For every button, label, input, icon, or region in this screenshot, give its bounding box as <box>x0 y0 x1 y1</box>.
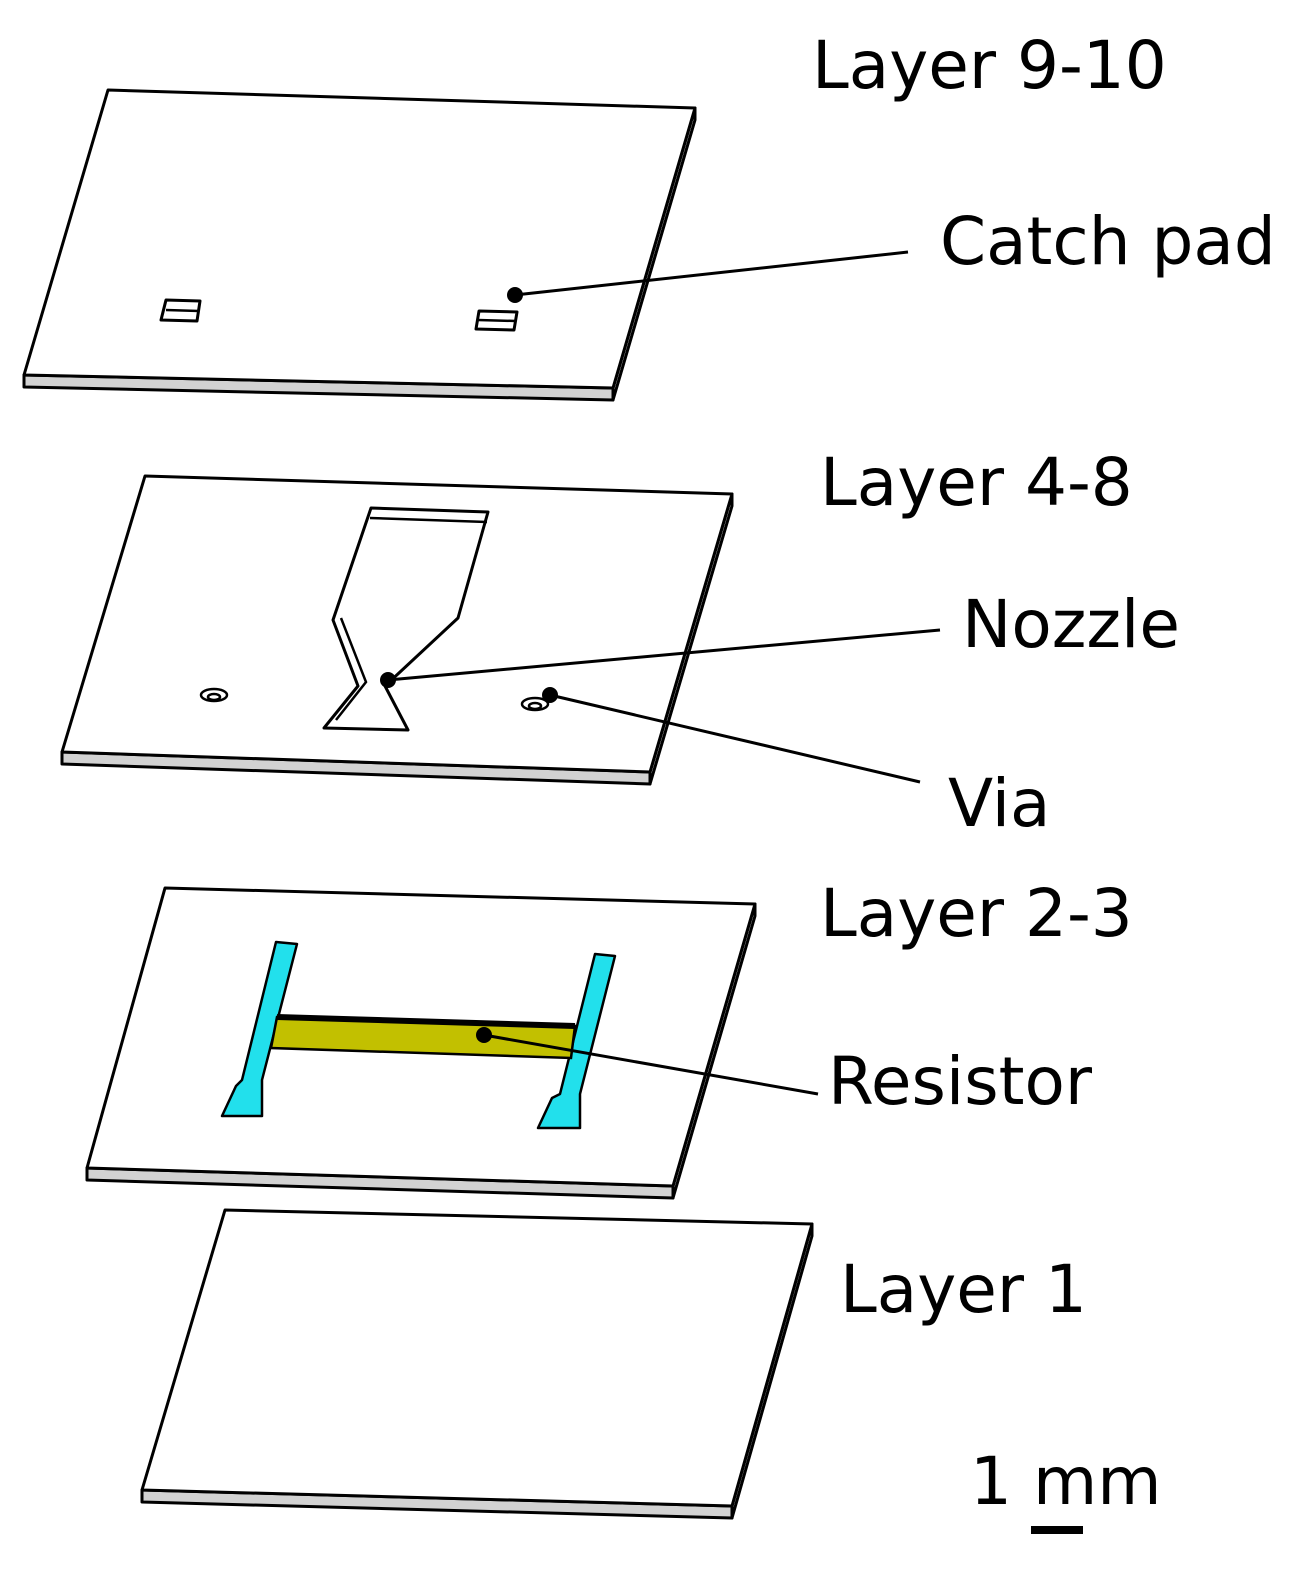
catch-pad-right <box>474 309 519 332</box>
via-left <box>199 687 229 703</box>
scale-bar-label: 1 mm <box>970 1443 1162 1520</box>
label-layer-2-3: Layer 2-3 <box>820 875 1133 952</box>
catch-pad-left <box>159 298 202 323</box>
label-via: Via <box>948 765 1050 842</box>
label-resistor: Resistor <box>828 1043 1093 1120</box>
via-callout <box>542 687 921 784</box>
via-right <box>520 696 550 712</box>
resistor-bar <box>269 1014 577 1060</box>
layer-4-8-plate <box>60 474 734 786</box>
label-catch-pad: Catch pad <box>940 203 1276 280</box>
layer-2-3-plate <box>85 886 757 1200</box>
electrode-right <box>536 952 617 1130</box>
layer-9-10-plate <box>22 88 697 402</box>
electrode-left <box>220 940 299 1118</box>
label-nozzle: Nozzle <box>962 586 1180 663</box>
label-layer-1: Layer 1 <box>840 1251 1087 1328</box>
nozzle-callout <box>380 628 941 688</box>
scale-bar <box>1031 1526 1083 1534</box>
layer-1-plate <box>140 1208 814 1520</box>
label-layer-9-10: Layer 9-10 <box>812 27 1167 104</box>
resistor-callout <box>476 1027 819 1096</box>
nozzle-outline <box>322 506 490 732</box>
catch-pad-callout <box>507 250 909 303</box>
label-layer-4-8: Layer 4-8 <box>820 444 1133 521</box>
